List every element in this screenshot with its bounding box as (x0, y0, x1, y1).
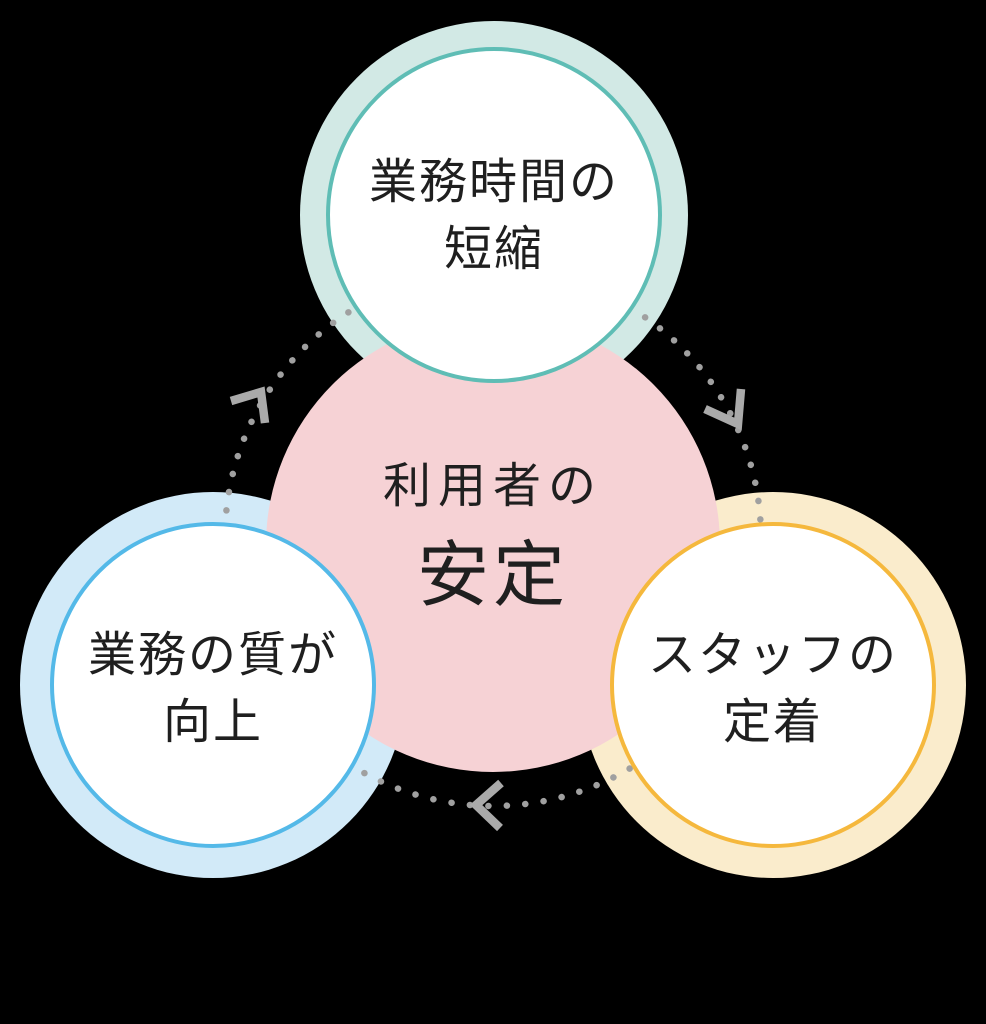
left-node-circle (50, 522, 376, 848)
right-node-circle (610, 522, 936, 848)
arrow-top-to-right-icon (703, 388, 746, 431)
arrow-right-to-left-icon (469, 779, 504, 832)
top-node-circle (326, 47, 662, 383)
arrow-left-to-top-icon (229, 386, 270, 424)
center-circle (266, 318, 720, 772)
